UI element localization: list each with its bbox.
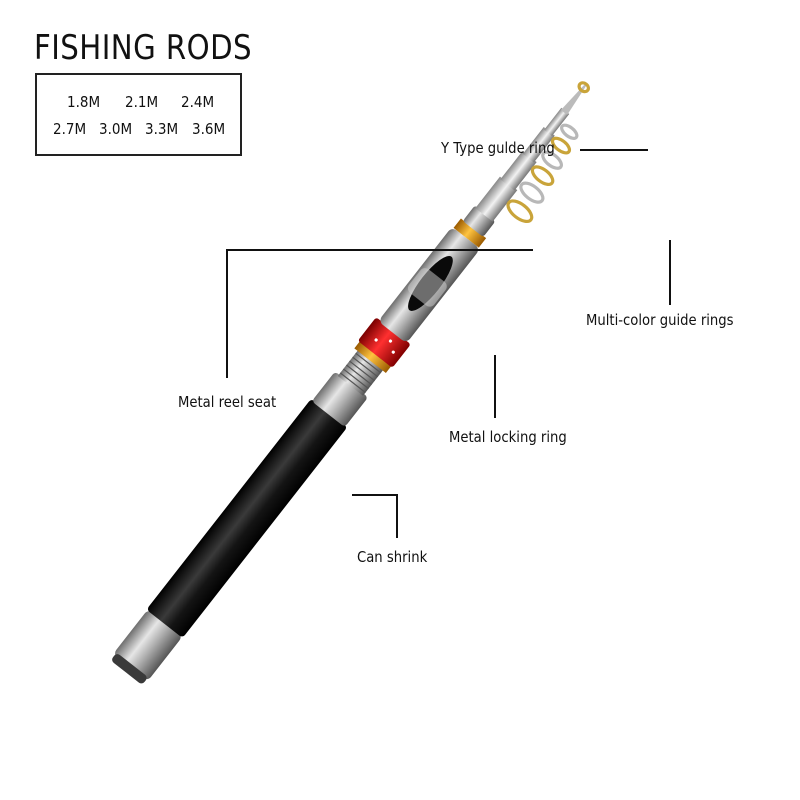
guide-ring <box>506 199 534 224</box>
guide-ring <box>560 123 579 140</box>
tip-section <box>522 127 555 163</box>
callout-line-reel-seat <box>226 249 533 378</box>
guide-rings <box>506 81 590 224</box>
rod-tip <box>560 84 587 115</box>
length-option: 3.6M <box>192 120 226 138</box>
locking-ring <box>358 318 410 367</box>
length-option: 2.1M <box>125 93 159 111</box>
length-option: 2.4M <box>181 93 215 111</box>
length-options-box: 1.8M 2.1M 2.4M 2.7M 3.0M 3.3M 3.6M <box>35 73 242 156</box>
label-locking-ring: Metal locking ring <box>449 428 567 446</box>
butt-cap <box>115 611 181 680</box>
callout-line-can-shrink <box>352 494 398 538</box>
guide-ring <box>550 136 572 155</box>
tip-section <box>544 107 570 137</box>
length-option: 1.8M <box>67 93 101 111</box>
length-option: 3.3M <box>145 120 179 138</box>
guide-ring <box>541 150 564 170</box>
gold-trim <box>354 341 392 373</box>
length-option: 2.7M <box>53 120 87 138</box>
label-y-type-ring: Y Type gulde ring <box>441 139 555 157</box>
guide-ring <box>519 181 545 204</box>
carbon-handle <box>147 400 346 637</box>
gold-trim-upper <box>453 218 487 248</box>
tip-section <box>500 151 537 191</box>
label-reel-seat: Metal reel seat <box>178 393 277 411</box>
label-guide-rings: Multi-color guide rings <box>586 311 734 329</box>
length-option: 3.0M <box>99 120 133 138</box>
guide-ring <box>530 165 555 187</box>
y-type-guide-ring <box>577 81 590 94</box>
tip-section <box>475 176 518 222</box>
page-title: FISHING RODS <box>34 28 253 68</box>
fishing-rod <box>112 81 590 684</box>
label-can-shrink: Can shrink <box>357 548 428 566</box>
